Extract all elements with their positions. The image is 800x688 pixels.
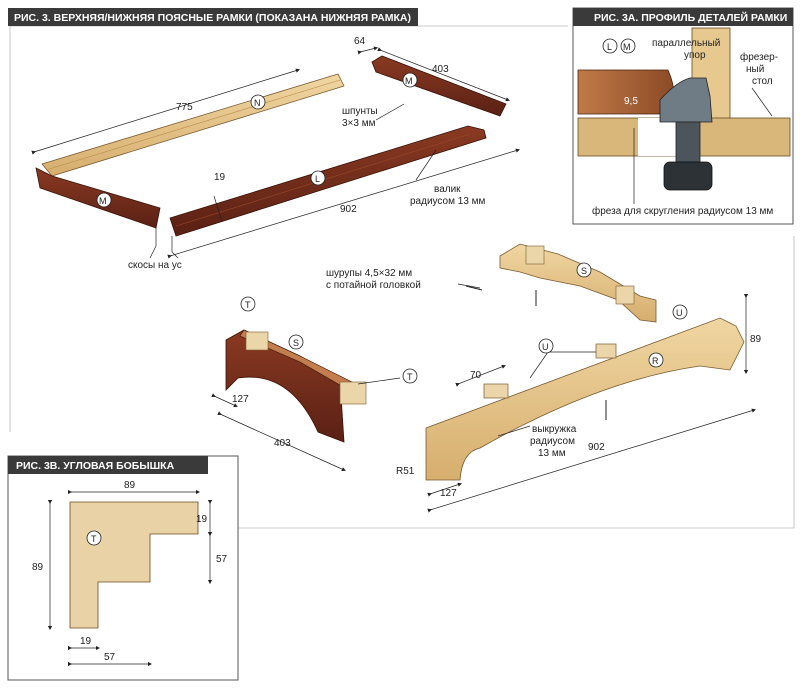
svg-text:L: L (607, 42, 612, 52)
fig3a-height: 9,5 (624, 96, 638, 107)
dim-r-foot: 127 (440, 488, 457, 499)
fig3a-fence-2: упор (684, 50, 706, 61)
dim-l-width: 19 (214, 172, 226, 183)
callout-t-right: T (402, 368, 418, 384)
svg-text:L: L (315, 174, 320, 184)
fig3b-dim-top: 89 (124, 480, 136, 491)
svg-text:S: S (581, 266, 587, 276)
label-grooves-2: 3×3 мм (342, 118, 376, 129)
fig3b-callout-t: T (86, 530, 102, 546)
svg-text:M: M (623, 42, 631, 52)
fig3b-dim-arm-b: 19 (80, 636, 92, 647)
svg-text:M: M (405, 76, 413, 86)
callout-t-top: T (240, 296, 256, 312)
dim-n-length: 775 (176, 102, 193, 113)
block-u-left (483, 383, 509, 399)
fig3a-callout-m: M (620, 38, 636, 54)
fig3b-title: РИС. 3В. УГЛОВАЯ БОБЫШКА (16, 460, 175, 472)
label-bead-2: радиусом 13 мм (410, 196, 486, 207)
fig3b-dim-bottom: 57 (104, 652, 116, 663)
dim-r-height: 89 (750, 334, 762, 345)
fig3a-table-1: фрезер- (740, 51, 778, 63)
fig3a-table-3: стол (752, 76, 773, 87)
assembly-dimensions (211, 283, 757, 513)
fig3b-dim-left: 89 (32, 562, 44, 573)
fig3a-panel: РИС. 3А. ПРОФИЛЬ ДЕТАЛЕЙ РАМКИ параллель… (572, 7, 794, 225)
callout-s-back: S (576, 262, 592, 278)
fig3a-bit-label: фреза для скругления радиусом 13 мм (592, 205, 773, 217)
fig3b-dim-arm-r: 19 (196, 514, 208, 525)
fig3a-fence-1: параллельный (652, 38, 720, 49)
svg-text:T: T (407, 372, 413, 382)
svg-text:M: M (99, 196, 107, 206)
part-r-rail (425, 317, 745, 481)
svg-text:U: U (676, 308, 683, 318)
part-s-back (499, 243, 657, 323)
dim-block: 70 (470, 370, 482, 381)
svg-text:N: N (254, 98, 261, 108)
label-cove-1: выкружка (532, 424, 577, 435)
part-callout-m-top: M (402, 72, 418, 88)
fig3-title-bar: РИС. 3. ВЕРХНЯЯ/НИЖНЯЯ ПОЯСНЫЕ РАМКИ (ПО… (8, 8, 418, 26)
block-u-right (595, 343, 617, 359)
fig3-title: РИС. 3. ВЕРХНЯЯ/НИЖНЯЯ ПОЯСНЫЕ РАМКИ (ПО… (14, 12, 411, 24)
label-screws-1: шурупы 4,5×32 мм (326, 268, 412, 279)
fig3-dimensions (31, 46, 521, 259)
svg-text:S: S (293, 338, 299, 348)
label-bead-1: валик (434, 184, 461, 195)
label-screws-2: с потайной головкой (326, 280, 421, 291)
fig3b-dim-right: 57 (216, 554, 228, 565)
svg-text:T: T (91, 534, 97, 544)
fig3a-table-2: ный (746, 64, 764, 75)
label-cove-2: радиусом (530, 436, 575, 447)
dim-s-height: 127 (232, 394, 249, 405)
dim-r-radius: R51 (396, 466, 415, 477)
part-callout-l: L (310, 170, 326, 186)
dim-l-length: 902 (340, 204, 357, 215)
fig3a-title: РИС. 3А. ПРОФИЛЬ ДЕТАЛЕЙ РАМКИ (594, 11, 787, 24)
svg-text:R: R (652, 356, 659, 366)
fig3b-panel: РИС. 3В. УГЛОВАЯ БОБЫШКА 89 89 19 57 19 … (7, 455, 239, 681)
label-grooves-1: шпунты (342, 106, 378, 117)
dim-m-length: 403 (432, 64, 449, 75)
dim-m-width: 64 (354, 36, 366, 47)
part-callout-m-front: M (96, 192, 112, 208)
part-callout-n: N (250, 94, 266, 110)
dim-s-length: 403 (274, 438, 291, 449)
label-cove-3: 13 мм (538, 448, 566, 459)
corner-block-shape (69, 501, 199, 629)
fig3a-callout-l: L (602, 38, 618, 54)
callout-u-mid: U (538, 338, 554, 354)
callout-s-front: S (288, 334, 304, 350)
svg-text:T: T (245, 300, 251, 310)
dim-r-length: 902 (588, 442, 605, 453)
router-bit (659, 77, 713, 191)
part-n-rail (41, 73, 345, 177)
callout-r: R (648, 352, 664, 368)
svg-text:U: U (542, 342, 549, 352)
label-miters: скосы на ус (128, 260, 182, 271)
callout-u-right: U (672, 304, 688, 320)
